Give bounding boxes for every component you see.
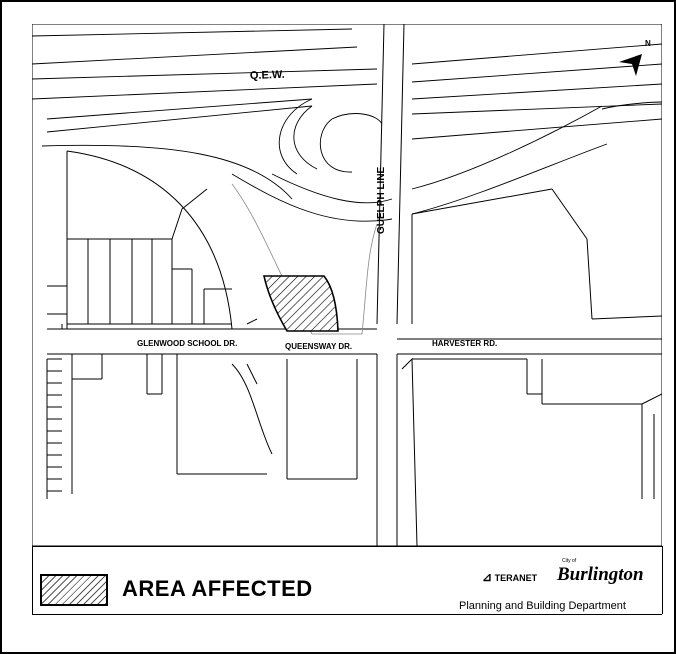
teranet-icon: ⊿ bbox=[482, 570, 493, 584]
legend-bottom-border bbox=[32, 614, 662, 615]
legend-divider bbox=[32, 546, 662, 547]
property-parcels bbox=[47, 101, 662, 546]
burlington-logo: Burlington bbox=[557, 564, 644, 585]
area-affected bbox=[263, 275, 339, 332]
department-name: Planning and Building Department bbox=[459, 600, 626, 612]
qew-label: Q.E.W. bbox=[250, 69, 285, 82]
queensway-dr-label: QUEENSWAY DR. bbox=[285, 342, 352, 351]
left-lot-ticks bbox=[46, 358, 62, 499]
legend-right-border bbox=[662, 546, 663, 614]
city-of-text: City of bbox=[562, 558, 577, 564]
qew-highway bbox=[32, 28, 662, 222]
legend-left-border bbox=[32, 546, 33, 614]
harvester-rd-label: HARVESTER RD. bbox=[432, 339, 497, 348]
area-affected-swatch bbox=[40, 574, 108, 606]
svg-text:N: N bbox=[645, 39, 651, 48]
guelph-line-label: GUELPH LINE bbox=[376, 166, 387, 234]
teranet-text: TERANET bbox=[494, 573, 538, 583]
area-affected-label: AREA AFFECTED bbox=[122, 576, 313, 601]
guelph-line-road bbox=[376, 24, 405, 546]
north-arrow-icon: N bbox=[619, 39, 651, 76]
glenwood-school-dr-label: GLENWOOD SCHOOL DR. bbox=[137, 339, 237, 348]
location-map: N Q.E.W. GUELPH LINE GLENWOOD SCHOOL DR.… bbox=[32, 24, 662, 546]
teranet-logo: ⊿ TERANET bbox=[482, 570, 537, 584]
